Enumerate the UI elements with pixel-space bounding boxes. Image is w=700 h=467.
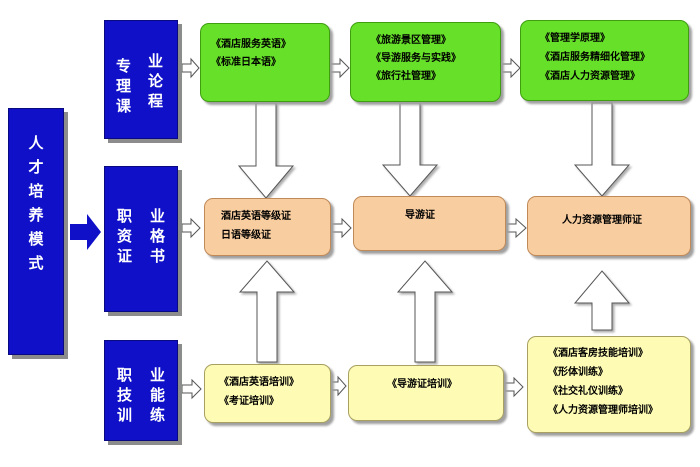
course-item: 《导游服务与实践》 [371,53,461,64]
cert-category-box: 职 业 资 格 证 书 [104,166,178,312]
course-char: 程 [148,92,164,110]
arrow-course-2 [329,57,350,79]
course-item: 《酒店人力资源管理》 [540,71,640,82]
down-arrow-3 [573,102,631,197]
cert-box-language: 酒店英语等级证 日语等级证 [204,198,331,256]
skill-item: 《酒店英语培训》 [219,377,299,388]
cert-char: 书 [150,247,166,265]
skill-item: 《形体训练》 [548,367,608,378]
up-arrow-3 [573,270,631,331]
course-item: 《酒店服务英语》 [211,39,291,50]
main-arrow [70,214,101,250]
course-item: 《管理学原理》 [540,33,610,44]
skill-item: 《人力资源管理师培训》 [548,405,658,416]
up-arrow-1 [238,260,296,363]
course-char: 业 [148,52,164,70]
cert-char: 业 [150,207,166,225]
course-item: 《酒店服务精细化管理》 [540,52,650,63]
skill-category-box: 职 业 技 能 训 练 [104,340,178,441]
skill-item: 《考证培训》 [219,396,279,407]
arrow-skill-0 [181,378,202,400]
cert-box-tour-guide: 导游证 [353,196,506,251]
down-arrow-1 [237,102,295,199]
skill-box-language: 《酒店英语培训》 《考证培训》 [204,364,331,423]
main-char: 培 [28,182,44,200]
course-char: 课 [116,97,132,115]
arrow-skill-2 [504,376,524,398]
arrow-cert-1 [331,217,352,239]
cert-char: 资 [117,227,133,245]
main-char: 人 [28,134,44,152]
arrow-course-1 [181,57,200,79]
cert-char: 格 [150,227,166,245]
course-box-management: 《管理学原理》 《酒店服务精细化管理》 《酒店人力资源管理》 [520,20,689,101]
cert-item: 日语等级证 [221,230,271,241]
skill-box-tour-guide: 《导游证培训》 [348,365,504,421]
up-arrow-2 [396,260,454,363]
course-box-tourism: 《旅游景区管理》 《导游服务与实践》 《旅行社管理》 [350,22,501,102]
skill-item: 《导游证培训》 [387,379,457,390]
skill-char: 练 [150,406,166,424]
cert-char: 职 [117,207,133,225]
skill-char: 职 [117,366,133,384]
skill-item: 《酒店客房技能培训》 [548,348,648,359]
main-char: 式 [28,254,44,272]
cert-box-hr: 人力资源管理师证 [527,196,691,256]
down-arrow-2 [381,102,439,197]
course-category-box: 专 业 理 论 课 程 [104,20,178,139]
course-item: 《标准日本语》 [211,57,281,68]
course-item: 《旅游景区管理》 [371,35,451,46]
arrow-cert-2 [506,217,527,239]
cert-char: 证 [117,247,133,265]
skill-box-hotel-hr: 《酒店客房技能培训》 《形体训练》 《社交礼仪训练》 《人力资源管理师培训》 [527,336,691,433]
course-char: 理 [116,77,132,95]
skill-char: 业 [150,366,166,384]
arrow-course-3 [501,57,521,79]
course-box-hotel-language: 《酒店服务英语》 《标准日本语》 [200,23,330,102]
skill-char: 训 [117,406,133,424]
skill-char: 技 [117,386,133,404]
cert-item: 人力资源管理师证 [562,215,642,226]
main-char: 才 [28,158,44,176]
course-char: 专 [116,57,132,75]
arrow-cert-0 [181,217,201,239]
course-char: 论 [148,72,164,90]
arrow-skill-1 [329,375,347,397]
skill-item: 《社交礼仪训练》 [548,386,628,397]
cert-item: 酒店英语等级证 [221,211,291,222]
talent-model-box: 人 才 培 养 模 式 [8,108,64,355]
main-char: 模 [28,230,44,248]
course-item: 《旅行社管理》 [371,71,441,82]
skill-char: 能 [150,386,166,404]
main-char: 养 [28,206,44,224]
cert-item: 导游证 [405,210,435,221]
